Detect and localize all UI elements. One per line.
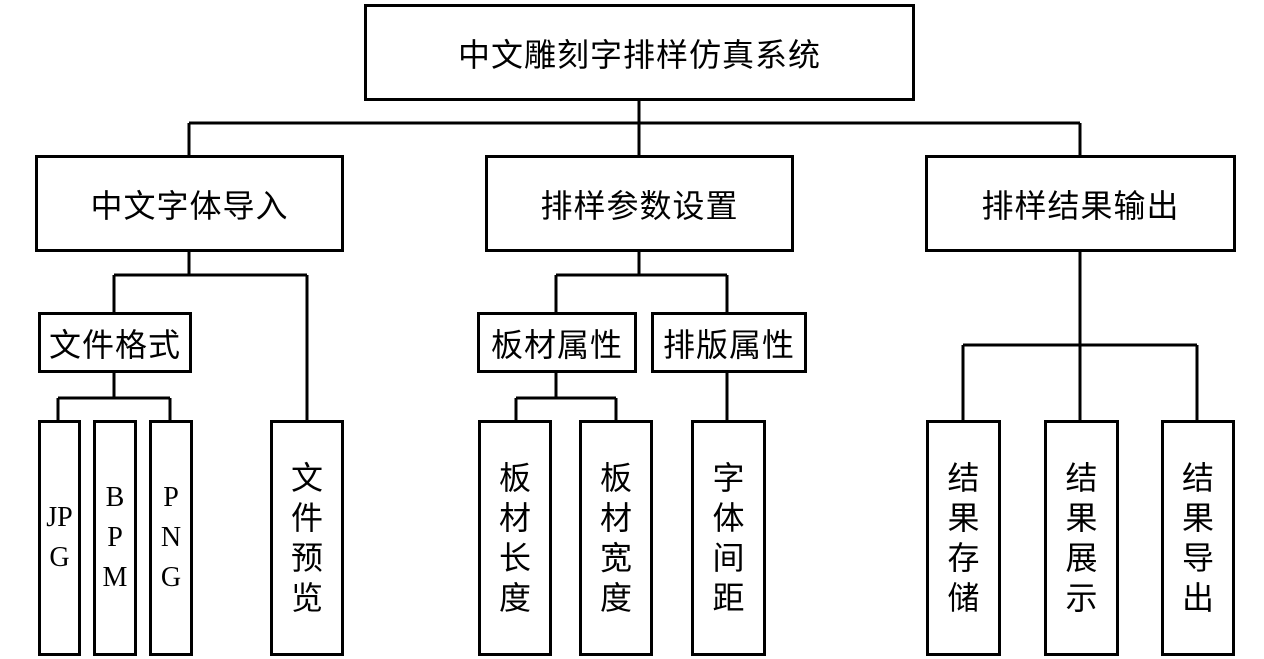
node-label: 结果导出 (1182, 460, 1215, 616)
node-label: 字体间距 (712, 460, 745, 616)
node-result-export: 结果导出 (1161, 420, 1235, 656)
root-label: 中文雕刻字排样仿真系统 (457, 36, 821, 73)
node-result-store: 结果存储 (926, 420, 1001, 656)
node-file-format: 文件格式 (38, 312, 192, 373)
node-label: PNG (160, 482, 182, 593)
node-bpm: BPM (93, 420, 137, 656)
node-label: 排版属性 (662, 326, 795, 363)
node-png: PNG (149, 420, 193, 656)
node-char-spacing: 字体间距 (691, 420, 766, 656)
node-board-width: 板材宽度 (579, 420, 653, 656)
node-result-output: 排样结果输出 (925, 155, 1236, 252)
node-label: 文件格式 (48, 326, 181, 363)
node-label: 结果展示 (1065, 460, 1098, 616)
node-label: 板材长度 (499, 460, 532, 616)
node-file-preview: 文件预览 (270, 420, 344, 656)
node-layout-params: 排样参数设置 (485, 155, 794, 252)
node-label: 板材宽度 (600, 460, 633, 616)
root-node: 中文雕刻字排样仿真系统 (364, 4, 915, 101)
node-board-length: 板材长度 (478, 420, 552, 656)
node-label: 排样参数设置 (540, 187, 739, 224)
node-label: 排样结果输出 (981, 187, 1180, 224)
node-label: 板材属性 (490, 326, 623, 363)
node-label: BPM (102, 482, 128, 593)
node-label: 结果存储 (947, 460, 980, 616)
node-label: 中文字体导入 (90, 187, 289, 224)
node-label: 文件预览 (291, 460, 324, 616)
node-jpg: JPG (38, 420, 81, 656)
node-board-props: 板材属性 (477, 312, 637, 373)
node-layout-props: 排版属性 (651, 312, 807, 373)
node-label: JPG (46, 502, 73, 573)
node-result-display: 结果展示 (1044, 420, 1119, 656)
node-font-import: 中文字体导入 (35, 155, 344, 252)
